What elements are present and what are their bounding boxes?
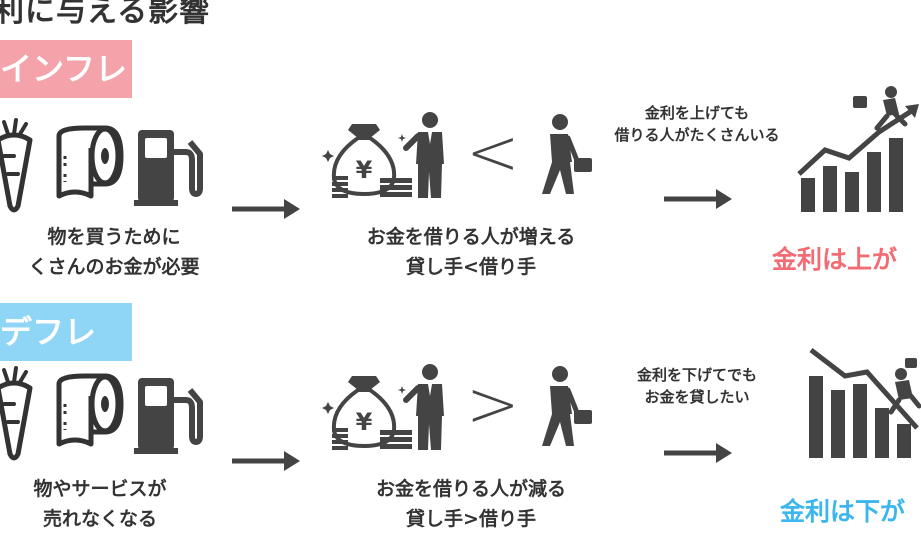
compare-symbol: <	[466, 116, 520, 190]
inflation-cause-line-2: くさんのお金が必要	[28, 256, 200, 278]
carrot-icon	[0, 366, 33, 461]
rising-chart-icon	[797, 86, 919, 212]
right-arrow-icon	[232, 451, 300, 471]
lender-person-icon	[403, 364, 444, 450]
lender-person-icon	[403, 112, 444, 198]
toilet-paper-icon	[56, 125, 124, 199]
toilet-paper-icon	[56, 373, 124, 447]
deflation-result: 金利は下が	[780, 497, 906, 526]
deflation-middle-caption: お金を借りる人が減る 貸し手>借り手	[328, 474, 614, 534]
inflation-middle-caption: お金を借りる人が増える 貸し手<借り手	[328, 222, 614, 282]
page-title: 利に与える影響	[0, 0, 211, 29]
inflation-middle-line-2: 貸し手<借り手	[406, 256, 536, 278]
inflation-cause-line-1: 物を買うために	[47, 226, 181, 248]
right-arrow-icon	[232, 199, 300, 219]
deflation-note-line-2: お金を貸したい	[644, 388, 750, 406]
deflation-badge: デフレ	[0, 303, 132, 361]
svg-text:¥: ¥	[356, 408, 373, 436]
svg-text:¥: ¥	[356, 156, 373, 184]
inflation-note-line-2: 借りる人がたくさんいる	[614, 126, 780, 144]
deflation-cause-line-2: 売れなくなる	[42, 508, 157, 530]
carrot-icon	[0, 118, 33, 213]
gas-pump-icon	[134, 130, 203, 206]
falling-chart-icon	[809, 348, 921, 458]
deflation-note-line-1: 金利を下げてでも	[636, 366, 757, 384]
gas-pump-icon	[134, 378, 203, 454]
deflation-cause-caption: 物やサービスが 売れなくなる	[0, 474, 200, 534]
right-arrow-icon	[664, 443, 732, 463]
borrower-person-icon	[542, 114, 592, 194]
inflation-middle-line-1: お金を借りる人が増える	[366, 226, 576, 248]
inflation-note-line-1: 金利を上げても	[644, 104, 750, 122]
compare-symbol: >	[466, 368, 520, 442]
inflation-note: 金利を上げても 借りる人がたくさんいる	[588, 102, 806, 146]
deflation-note: 金利を下げてでも お金を貸したい	[588, 364, 806, 408]
money-bag-icon: ¥	[322, 124, 412, 198]
deflation-middle-line-1: お金を借りる人が減る	[375, 478, 566, 500]
inflation-result: 金利は上が	[772, 245, 898, 274]
borrower-person-icon	[542, 366, 592, 446]
deflation-middle-line-2: 貸し手>借り手	[406, 508, 536, 530]
money-bag-icon: ¥	[322, 376, 412, 450]
inflation-badge: インフレ	[0, 40, 132, 98]
right-arrow-icon	[664, 189, 732, 209]
deflation-cause-line-1: 物やサービスが	[33, 478, 167, 500]
inflation-cause-caption: 物を買うために くさんのお金が必要	[0, 222, 228, 282]
